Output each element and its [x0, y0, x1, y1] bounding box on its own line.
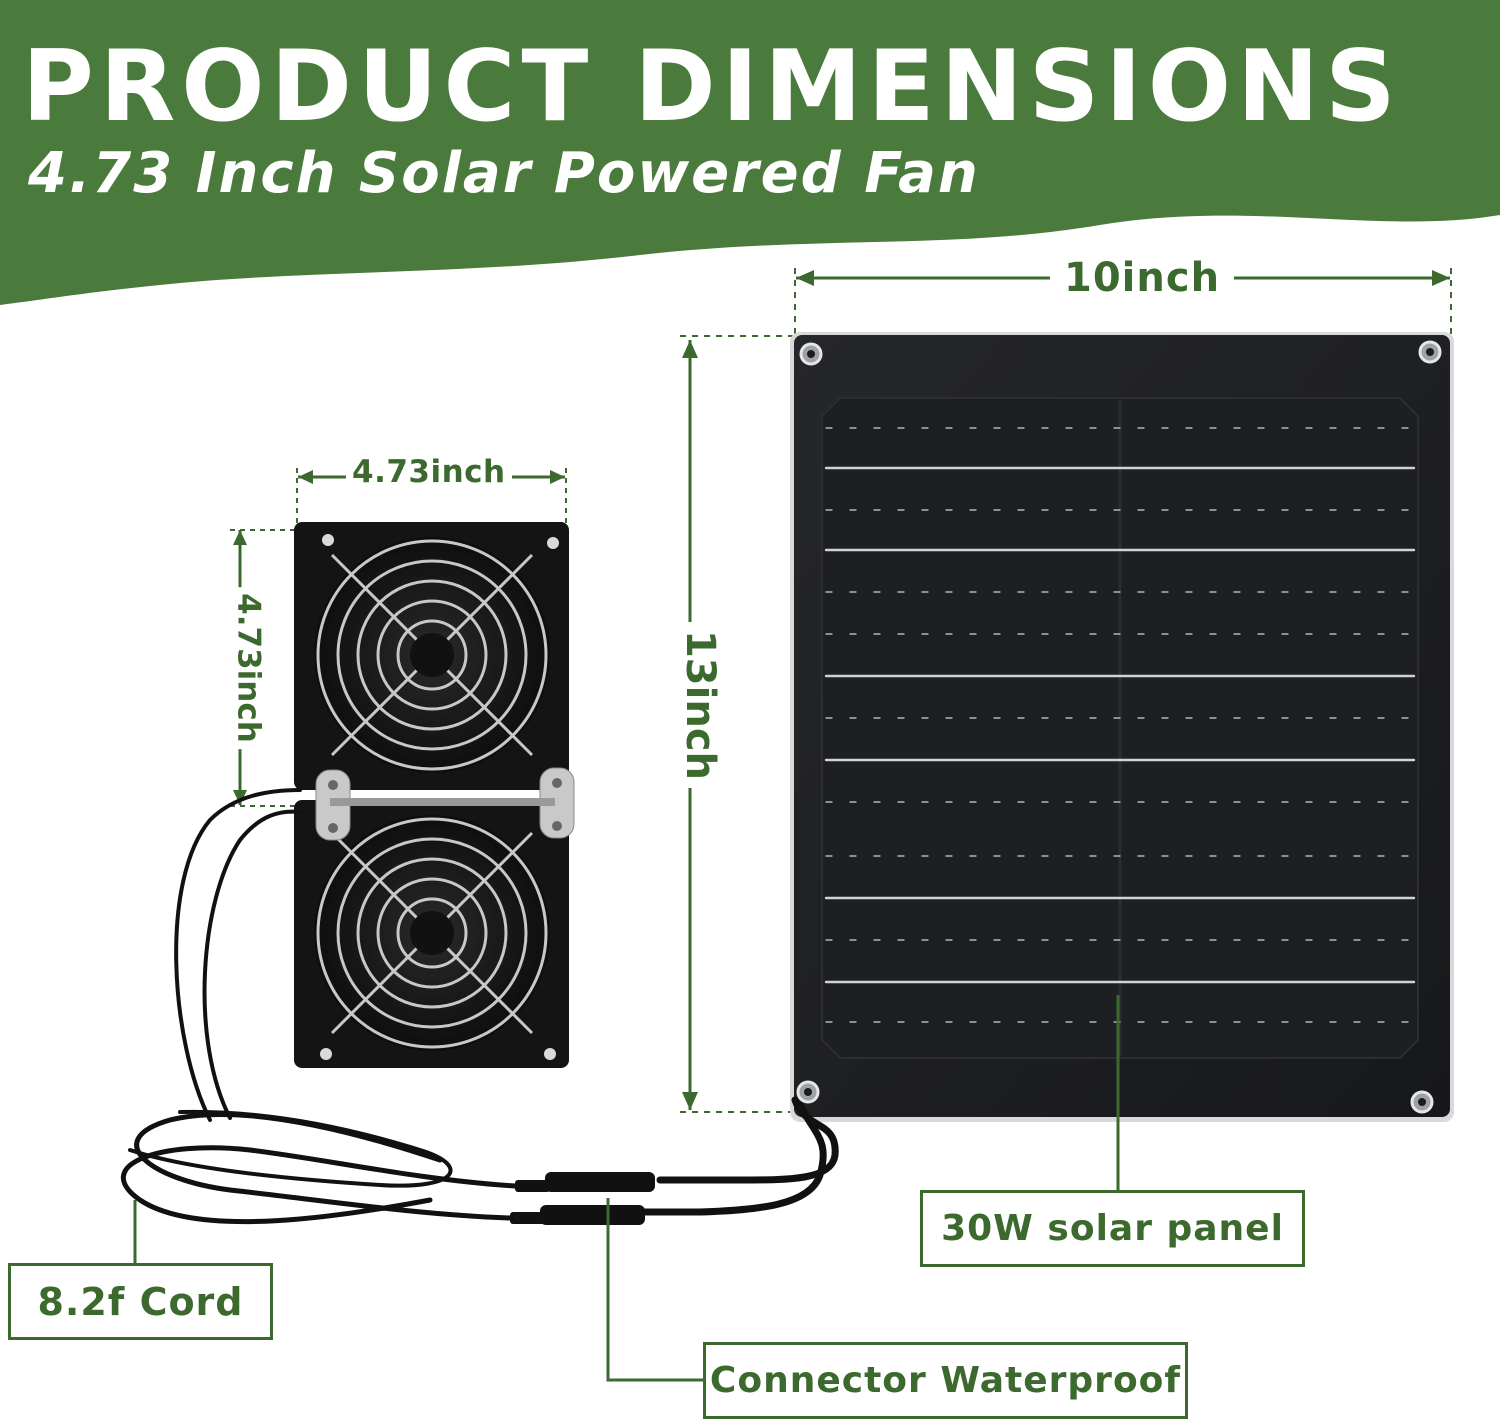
fan-width-label: 4.73inch — [346, 457, 512, 488]
page-title: PRODUCT DIMENSIONS — [22, 30, 1402, 144]
header-banner — [0, 0, 1500, 305]
fan-height-label: 4.73inch — [231, 587, 267, 749]
dual-fan-unit — [294, 522, 575, 1068]
connector-callout: Connector Waterproof — [703, 1342, 1188, 1419]
cord-length-callout: 8.2f Cord — [8, 1263, 273, 1340]
panel-width-label: 10inch — [1050, 258, 1235, 298]
fan-bottom — [314, 815, 556, 1060]
power-cables — [120, 788, 839, 1225]
fan-connecting-brackets — [315, 767, 575, 841]
callout-leaders — [133, 995, 1120, 1382]
page-subtitle: 4.73 Inch Solar Powered Fan — [28, 141, 980, 206]
fan-top — [314, 534, 559, 773]
solar-panel — [790, 332, 1454, 1122]
panel-height-label: 13inch — [677, 621, 723, 789]
solar-panel-callout: 30W solar panel — [920, 1190, 1305, 1267]
